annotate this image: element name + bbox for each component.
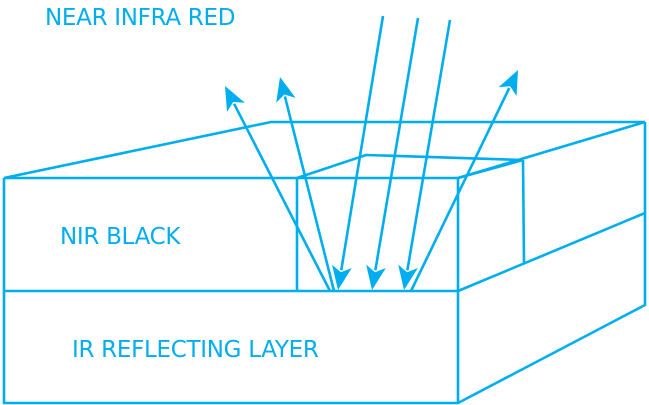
- incoming-nir-ray-2-shaft: [374, 17, 420, 271]
- block-right-face: [457, 122, 647, 405]
- cutaway-back-edge: [521, 159, 526, 264]
- reflected-nir-ray-3-shaft: [409, 87, 511, 292]
- reflected-nir-ray-3: [409, 70, 518, 292]
- reflected-nir-ray-1-shaft: [232, 103, 332, 292]
- incoming-nir-ray-1-arrowhead-icon: [332, 264, 352, 290]
- layer-divider-side: [457, 211, 646, 293]
- incoming-nir-ray-3: [398, 19, 452, 290]
- cutaway-section: [295, 153, 526, 291]
- reflected-nir-ray-1-arrowhead-icon: [225, 86, 245, 112]
- incoming-nir-ray-2: [366, 17, 420, 290]
- incoming-nir-ray-3-shaft: [406, 19, 452, 271]
- nir-black-layer-label: NIR BLACK: [60, 224, 181, 250]
- incoming-nir-ray-1-shaft: [339, 15, 385, 271]
- ir-reflecting-layer-label: IR REFLECTING LAYER: [72, 337, 319, 363]
- incoming-nir-ray-2-arrowhead-icon: [366, 264, 386, 290]
- reflected-nir-ray-2: [276, 77, 336, 292]
- reflected-nir-ray-1: [225, 86, 332, 292]
- near-infrared-label: NEAR INFRA RED: [45, 5, 236, 31]
- block-top-back-edge: [3, 120, 646, 180]
- reflected-nir-ray-2-shaft: [283, 96, 336, 292]
- reflected-nir-ray-3-arrowhead-icon: [498, 70, 518, 96]
- layer-block: [2, 120, 647, 405]
- reflected-rays: [225, 70, 518, 292]
- cutaway-top-edge: [296, 153, 524, 180]
- incoming-nir-ray-1: [332, 15, 385, 290]
- reflected-nir-ray-2-arrowhead-icon: [276, 77, 296, 103]
- incoming-rays: [332, 15, 452, 290]
- incoming-nir-ray-3-arrowhead-icon: [398, 264, 418, 290]
